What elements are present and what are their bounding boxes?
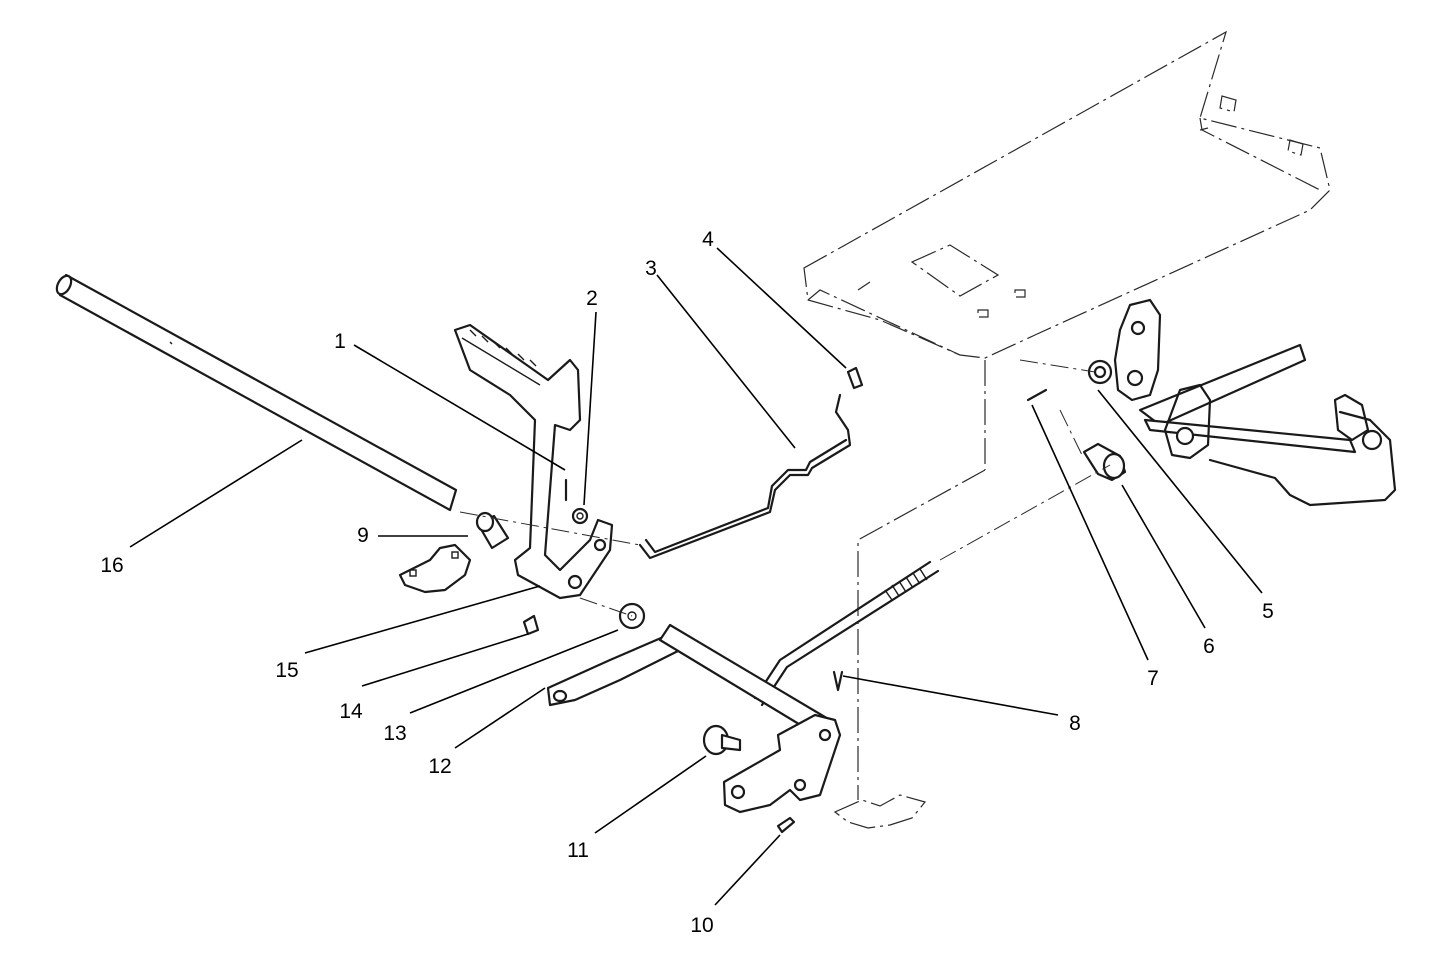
callout-11: 11 (567, 839, 589, 862)
part-16-rod (55, 273, 458, 512)
part-12-shaft-arm (546, 623, 832, 740)
part-14-bolt (522, 614, 540, 636)
part-10-bolt (776, 816, 796, 834)
lower-bracket (722, 713, 842, 814)
threaded-rod (753, 560, 940, 707)
brake-pedal (453, 323, 614, 600)
callout-8: 8 (1069, 712, 1081, 735)
callout-4: 4 (702, 228, 714, 251)
part-2-washer (571, 507, 589, 525)
callout-15: 15 (275, 659, 298, 682)
callout-7: 7 (1147, 667, 1159, 690)
right-bracket-assembly (1087, 298, 1397, 507)
left-clamp (398, 543, 472, 594)
callout-16: 16 (100, 554, 123, 577)
callout-14: 14 (339, 700, 363, 723)
callout-labels: 1 2 3 4 5 6 7 8 9 10 11 12 13 14 15 16 (100, 228, 1274, 937)
callout-13: 13 (383, 722, 406, 745)
part-9-bushing (475, 511, 510, 550)
callout-2: 2 (586, 287, 598, 310)
callout-5: 5 (1262, 600, 1274, 623)
part-4-pin (846, 366, 864, 390)
phantom-frame (803, 30, 1331, 829)
part-6-knob (1082, 442, 1127, 482)
part-3-rod (638, 393, 852, 560)
callout-10: 10 (690, 914, 713, 937)
part-8-cotter (832, 670, 844, 692)
center-lines (459, 359, 1111, 617)
callout-3: 3 (645, 257, 657, 280)
callout-9: 9 (357, 524, 369, 547)
callout-12: 12 (428, 755, 451, 778)
callout-6: 6 (1203, 635, 1215, 658)
callout-1: 1 (334, 330, 346, 353)
part-7-cotter (1026, 388, 1048, 402)
part-11-washer (702, 724, 742, 756)
leader-lines (129, 247, 1263, 906)
